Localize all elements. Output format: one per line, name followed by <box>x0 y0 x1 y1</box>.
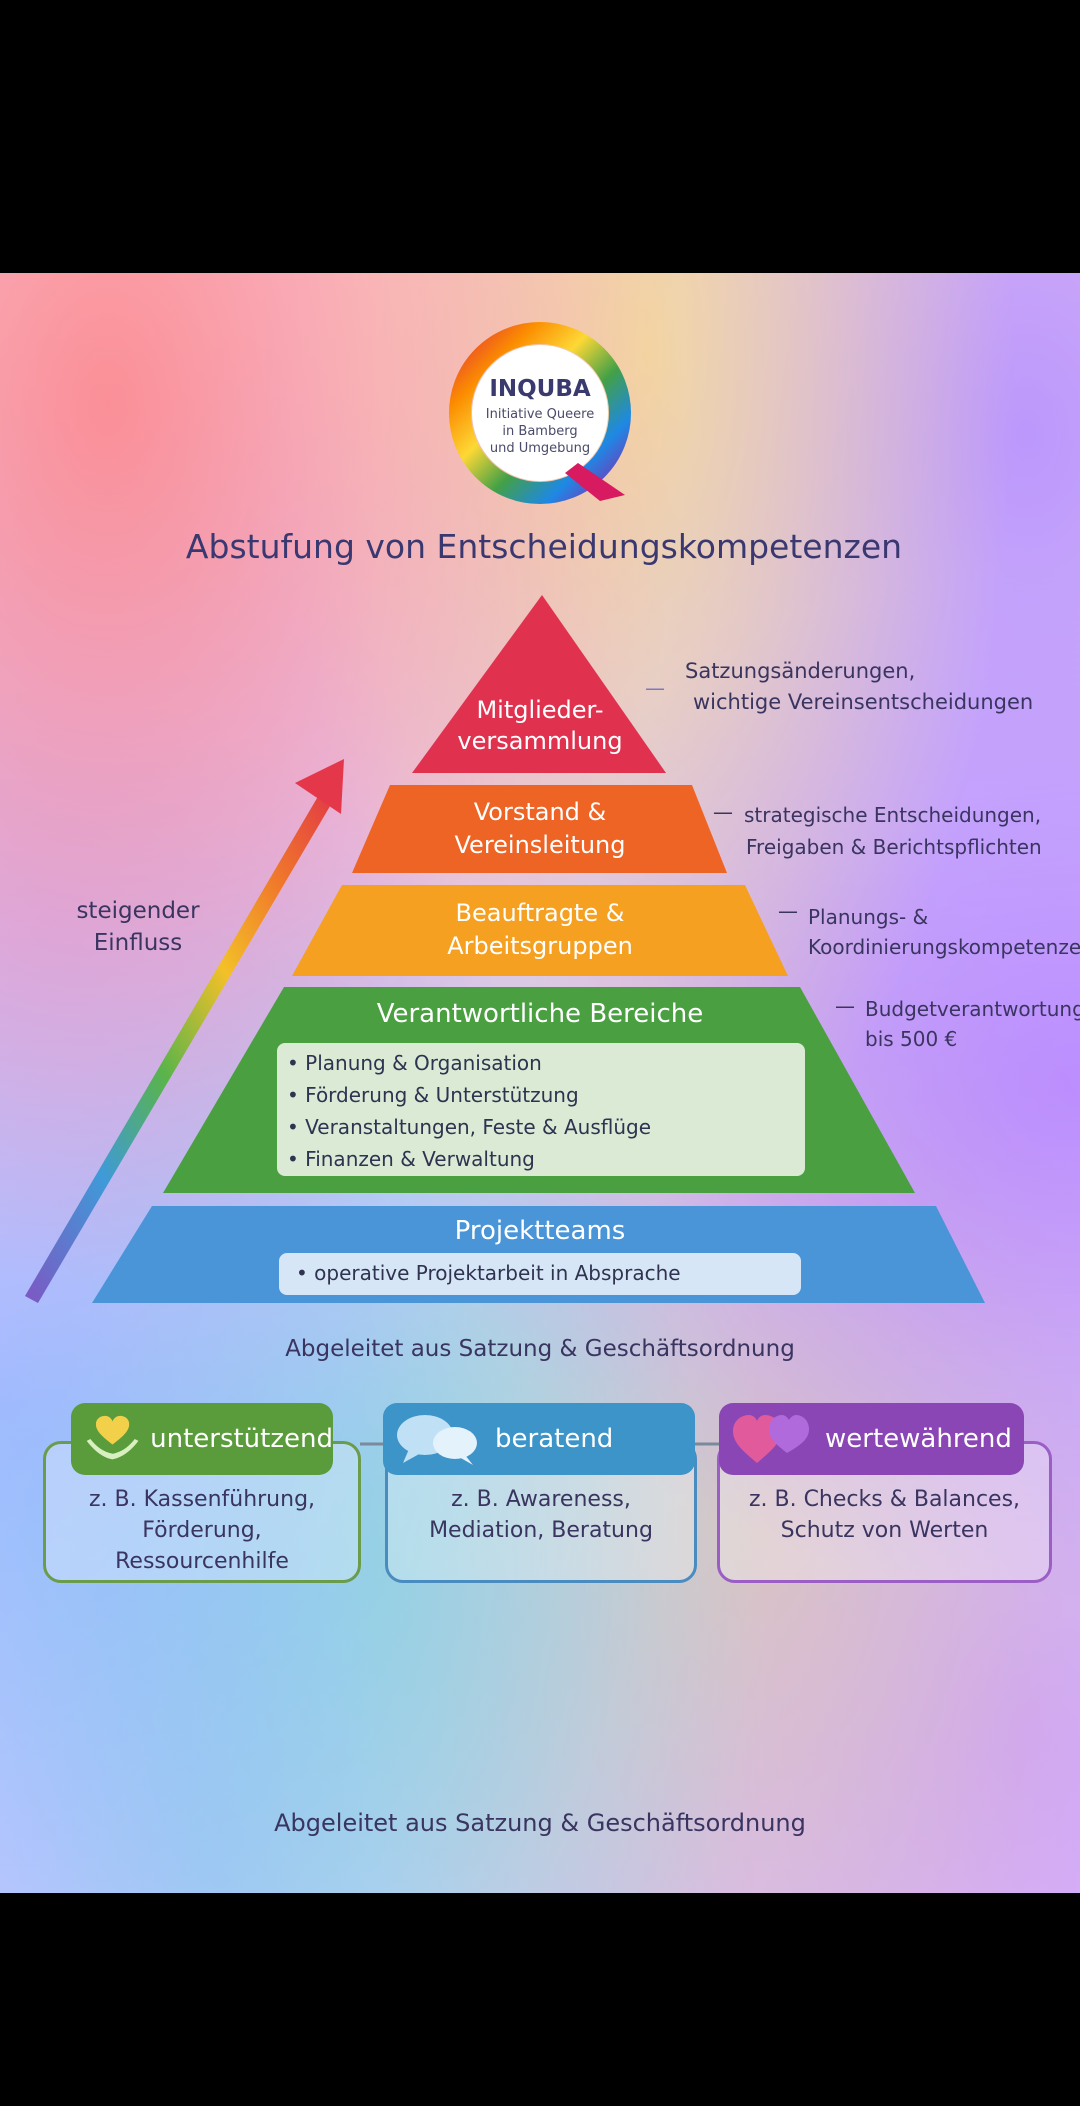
pyramid-diagram: INQUBA Initiative Queere in Bamberg und … <box>25 322 1080 1446</box>
level-board-dash: — <box>713 800 733 824</box>
logo-line-1: Initiative Queere <box>486 407 594 422</box>
level-teams-item: • operative Projektarbeit in Absprache <box>296 1261 681 1285</box>
level-board-note-1: strategische Entscheidungen, <box>744 803 1041 827</box>
level-areas-dash: — <box>835 994 855 1018</box>
arrow-label-line-1: steigender <box>76 898 200 924</box>
page-title: Abstufung von Entscheidungskompetenzen <box>186 527 902 566</box>
role-values-line: Schutz von Werten <box>780 1518 989 1543</box>
role-supporting-label: unterstützend <box>150 1424 333 1454</box>
level-board-note-2: Freigaben & Berichtspflichten <box>746 835 1042 859</box>
influence-arrow <box>25 759 344 1303</box>
footer-note: Abgeleitet aus Satzung & Geschäftsordnun… <box>274 1809 806 1837</box>
level-areas-list-box <box>277 1043 805 1176</box>
level-members-label-1: Mitglieder- <box>476 696 603 724</box>
role-advisory-label: beratend <box>495 1424 614 1454</box>
level-commissioners-label-2: Arbeitsgruppen <box>447 932 633 960</box>
role-values-label: wertewährend <box>825 1424 1012 1454</box>
inquba-logo: INQUBA Initiative Queere in Bamberg und … <box>449 322 631 504</box>
role-advisory-line: Mediation, Beratung <box>429 1518 653 1543</box>
level-members-assembly <box>412 595 666 773</box>
level-commissioners-note-1: Planungs- & <box>808 905 928 929</box>
role-values-line: z. B. Checks & Balances, <box>748 1487 1021 1512</box>
arrow-shaft <box>25 793 333 1303</box>
heart-in-hands-icon <box>86 1415 139 1460</box>
arrow-head <box>295 759 344 814</box>
level-teams-label: Projektteams <box>455 1216 626 1246</box>
level-teams-item-box <box>279 1253 801 1295</box>
level-areas-item: • Planung & Organisation <box>287 1051 542 1075</box>
role-advisory-line: z. B. Awareness, <box>451 1487 631 1512</box>
level-members-label-2: versammlung <box>457 727 622 755</box>
logo-center <box>472 345 608 481</box>
level-board-label-1: Vorstand & <box>474 798 607 826</box>
hearts-icon <box>733 1415 809 1463</box>
level-members-note-2: wichtige Vereinsentscheidungen <box>693 690 1033 714</box>
level-areas-item: • Veranstaltungen, Feste & Ausflüge <box>287 1115 651 1139</box>
role-advisory-header: beratend <box>383 1403 695 1475</box>
speech-bubbles-icon <box>397 1415 477 1465</box>
level-commissioners-label-1: Beauftragte & <box>456 899 625 927</box>
role-supporting-line: z. B. Kassenführung, <box>88 1487 316 1512</box>
logo-tail <box>565 463 625 501</box>
logo-line-3: und Umgebung <box>490 441 590 456</box>
level-areas-note-1: Budgetverantwortung <box>865 997 1080 1021</box>
level-commissioners <box>292 885 788 976</box>
logo-name: INQUBA <box>489 376 591 402</box>
role-supporting-header: unterstützend <box>71 1403 333 1475</box>
role-supporting-line: Förderung, <box>142 1518 262 1543</box>
level-areas-note-2: bis 500 € <box>865 1027 957 1051</box>
level-board-label-2: Vereinsleitung <box>455 831 626 859</box>
logo-ring <box>449 322 631 504</box>
level-board <box>352 785 727 873</box>
arrow-label-line-2: Einfluss <box>94 930 183 956</box>
role-supporting-line: Ressourcenhilfe <box>115 1549 289 1574</box>
level-members-note-1: Satzungsänderungen, <box>685 659 915 683</box>
level-areas-label: Verantwortliche Bereiche <box>377 999 704 1029</box>
level-areas-item: • Förderung & Unterstützung <box>287 1083 579 1107</box>
level-areas-item: • Finanzen & Verwaltung <box>287 1147 535 1171</box>
level-commissioners-note-2: Koordinierungskompetenzen <box>808 935 1080 959</box>
level-members-dash: — <box>645 676 665 700</box>
logo-line-2: in Bamberg <box>502 424 577 439</box>
poster: INQUBA Initiative Queere in Bamberg und … <box>0 273 1080 1893</box>
level-commissioners-dash: — <box>778 899 798 923</box>
role-values-header: wertewährend <box>719 1403 1024 1475</box>
derived-from-note: Abgeleitet aus Satzung & Geschäftsordnun… <box>285 1336 795 1362</box>
